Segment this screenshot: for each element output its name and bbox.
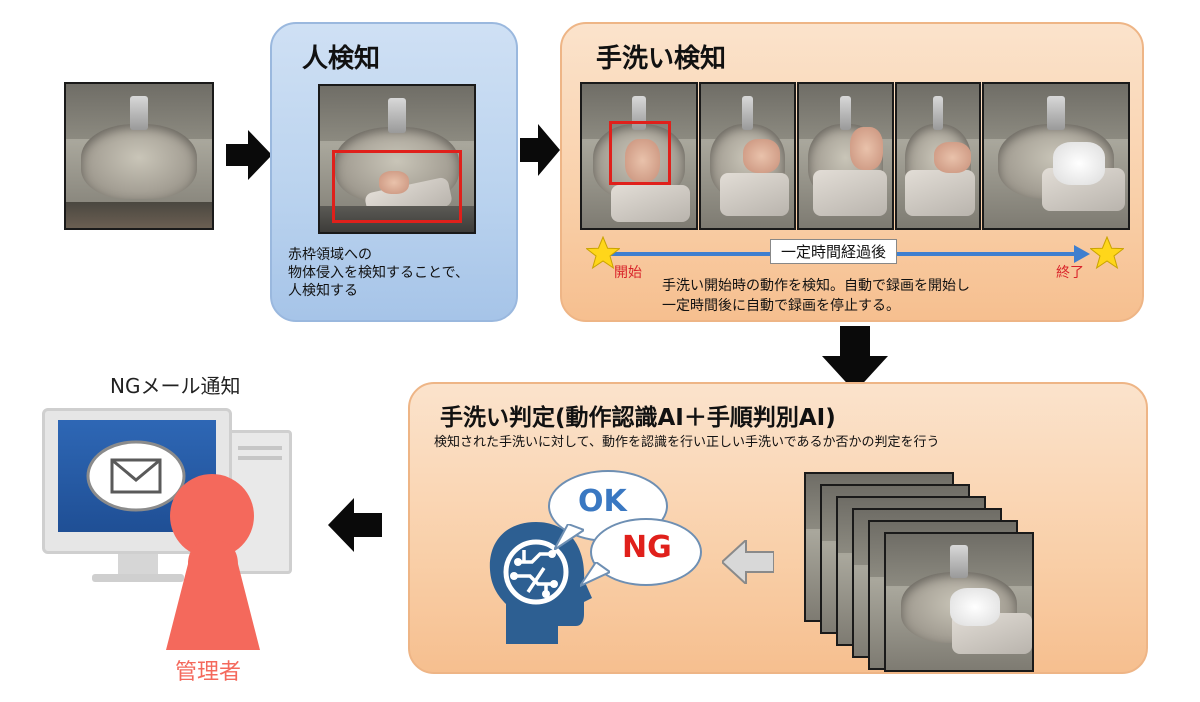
handwash-detection-title: 手洗い検知 xyxy=(596,44,727,74)
ng-label: NG xyxy=(622,530,672,565)
handwash-frame-4 xyxy=(895,82,981,230)
timeline-arrowhead-icon xyxy=(1074,245,1090,263)
ok-bubble-tail xyxy=(554,524,584,550)
handwash-detection-panel: 手洗い検知 一定時間経過後 開始 終了 手洗い開始時の動作を検知。自動で録画 xyxy=(560,22,1144,322)
person-detection-title: 人検知 xyxy=(302,44,381,74)
star-icon xyxy=(1090,236,1124,270)
sink-photo-initial xyxy=(64,82,214,230)
person-detection-panel: 人検知 赤枠領域への 物体侵入を検知することで、 人検知する xyxy=(270,22,518,322)
timeline-duration-label: 一定時間経過後 xyxy=(770,239,898,264)
detection-red-frame xyxy=(332,150,462,224)
handwash-judgement-title: 手洗い判定(動作認識AI＋手順判別AI) xyxy=(440,405,836,431)
admin-label: 管理者 xyxy=(175,660,242,685)
arrow-right-icon xyxy=(520,124,560,176)
arrow-left-icon xyxy=(328,498,382,552)
sink-photo-person-detected xyxy=(318,84,476,234)
handwash-judgement-panel: 手洗い判定(動作認識AI＋手順判別AI) 検知された手洗いに対して、動作を認識を… xyxy=(408,382,1148,674)
arrow-right-icon xyxy=(226,130,272,180)
stacked-frame-top xyxy=(884,532,1034,672)
star-icon xyxy=(586,236,620,270)
ng-notification-title: NGメール通知 xyxy=(110,374,241,398)
ng-speech-bubble xyxy=(590,518,702,586)
person-detection-description: 赤枠領域への 物体侵入を検知することで、 人検知する xyxy=(288,247,470,299)
brain-circuit-icon xyxy=(489,522,592,644)
mail-icon xyxy=(86,440,186,512)
handwash-judgement-description: 検知された手洗いに対して、動作を認識を行い正しい手洗いであるか否かの判定を行う xyxy=(434,435,940,450)
ok-label: OK xyxy=(578,484,627,519)
handwash-frame-1 xyxy=(580,82,698,230)
ng-bubble-tail xyxy=(580,562,610,588)
arrow-down-icon xyxy=(822,326,888,392)
handwash-frame-5 xyxy=(982,82,1130,230)
handwash-detection-description: 手洗い開始時の動作を検知。自動で録画を開始し 一定時間後に自動で録画を停止する。 xyxy=(662,278,970,314)
frame-red-box xyxy=(609,121,671,185)
handwash-frame-2 xyxy=(699,82,796,230)
arrow-left-icon xyxy=(722,540,774,584)
timeline-end-label: 終了 xyxy=(1056,265,1084,281)
timeline-start-label: 開始 xyxy=(614,265,642,281)
handwash-frame-3 xyxy=(797,82,894,230)
